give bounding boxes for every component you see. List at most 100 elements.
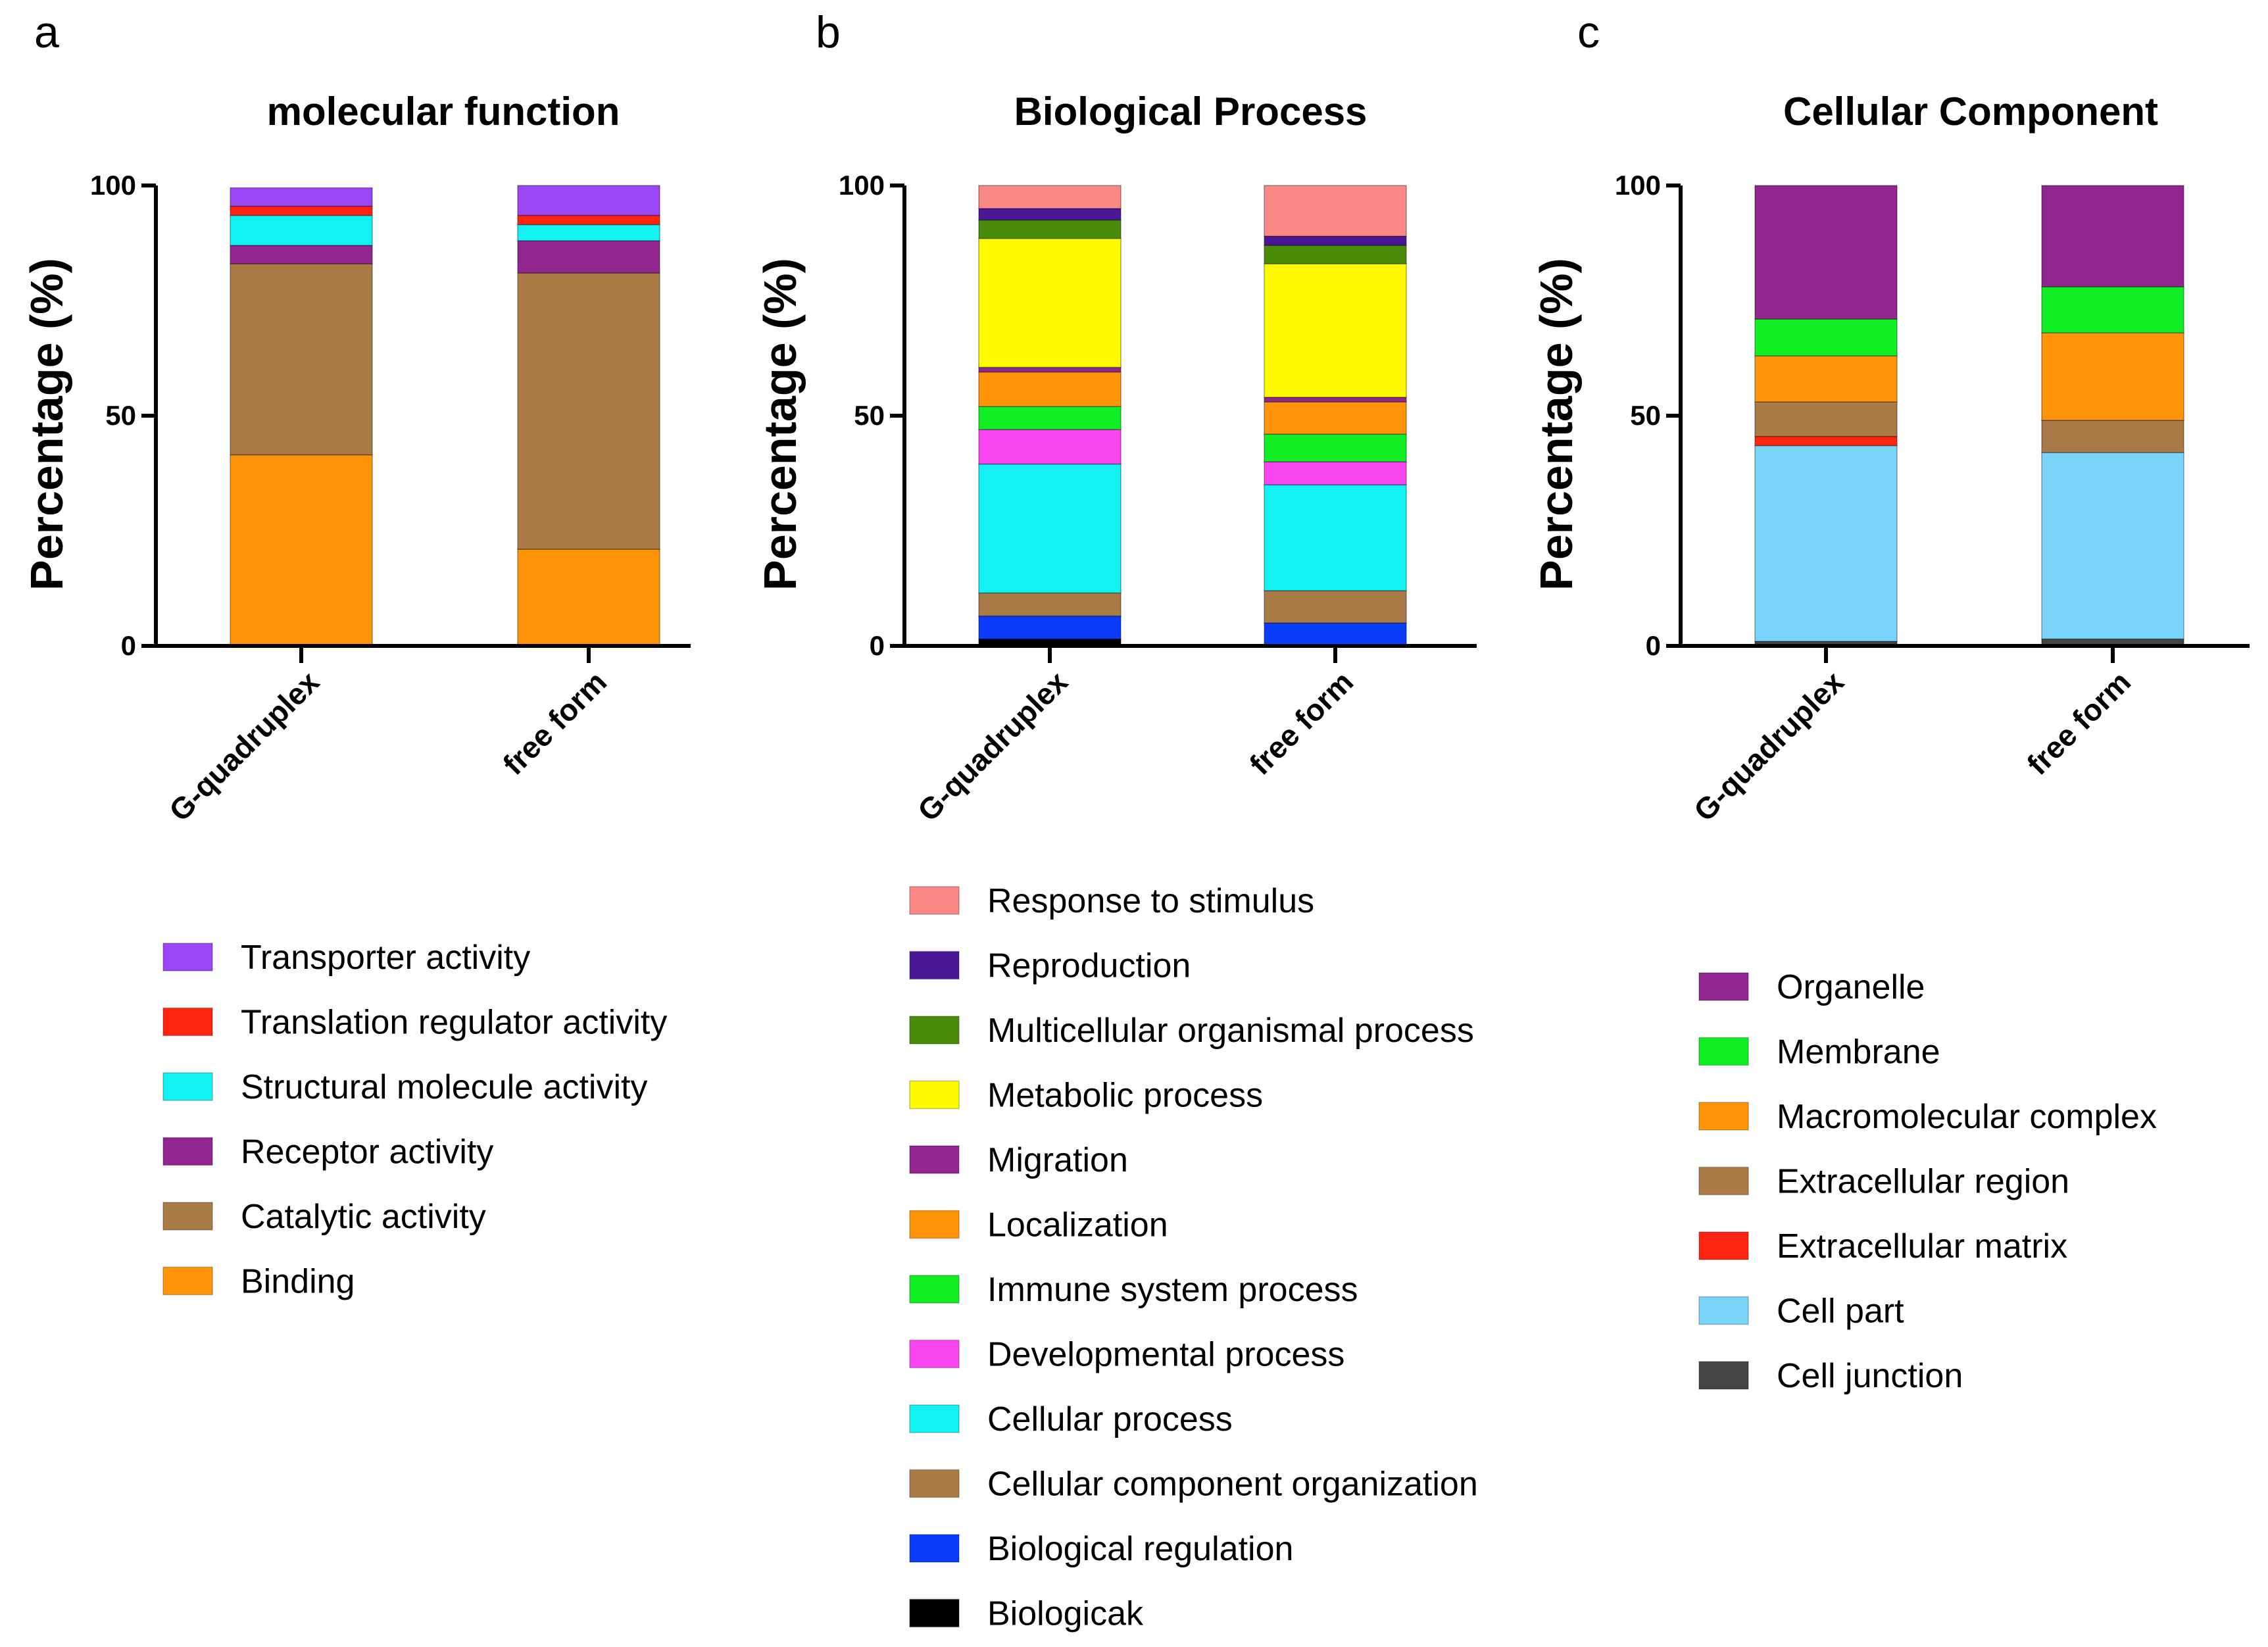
y-tick-label: 100 bbox=[839, 170, 885, 201]
bar-segment-g-quadruplex-metabolic-process bbox=[978, 237, 1122, 368]
legend-label: Cellular process bbox=[987, 1400, 1233, 1438]
legend-swatch bbox=[909, 1469, 960, 1498]
y-axis-label: Percentage (%) bbox=[1531, 258, 1582, 591]
legend-label: Biologicak bbox=[987, 1595, 1144, 1633]
bar-segment-free-form-immune-system-process bbox=[1264, 433, 1407, 462]
y-axis-label: Percentage (%) bbox=[754, 258, 806, 591]
x-tick-label: free form bbox=[496, 664, 613, 781]
legend-label: Translation regulator activity bbox=[241, 1004, 667, 1042]
bar-segment-free-form-translation-regulator-activity bbox=[517, 214, 660, 226]
legend-swatch bbox=[1698, 1361, 1749, 1390]
bar-segment-g-quadruplex-extracellular-matrix bbox=[1754, 435, 1898, 447]
legend-swatch bbox=[909, 1210, 960, 1239]
x-tick-label: G-quadruplex bbox=[911, 664, 1075, 828]
y-tick-label: 50 bbox=[105, 400, 136, 431]
bar-segment-g-quadruplex-receptor-activity bbox=[230, 245, 373, 264]
legend-swatch bbox=[909, 1275, 960, 1304]
legend-swatch bbox=[1698, 1102, 1749, 1131]
legend-label: Localization bbox=[987, 1206, 1168, 1244]
legend-label: Multicellular organismal process bbox=[987, 1012, 1474, 1050]
legend-label: Cell junction bbox=[1777, 1357, 1963, 1395]
y-tick-label: 50 bbox=[854, 400, 885, 431]
legend-label: Structural molecule activity bbox=[241, 1068, 647, 1106]
y-tick-label: 0 bbox=[121, 630, 136, 661]
legend-label: Cellular component organization bbox=[987, 1465, 1478, 1504]
bar-segment-free-form-receptor-activity bbox=[517, 240, 660, 274]
legend-swatch bbox=[162, 1007, 213, 1037]
bar-segment-g-quadruplex-organelle bbox=[1754, 185, 1898, 320]
bar-segment-free-form-response-to-stimulus bbox=[1264, 185, 1407, 237]
bar-segment-free-form-localization bbox=[1264, 401, 1407, 435]
bar-segment-g-quadruplex-reproduction bbox=[978, 208, 1122, 221]
bar-segment-free-form-membrane bbox=[2041, 286, 2184, 333]
bar-segment-g-quadruplex-immune-system-process bbox=[978, 406, 1122, 430]
legend-label: Transporter activity bbox=[241, 939, 530, 977]
legend-swatch bbox=[909, 950, 960, 980]
legend-swatch bbox=[909, 1598, 960, 1628]
bars bbox=[1754, 185, 2184, 647]
bars bbox=[978, 185, 1407, 647]
bar-segment-g-quadruplex-membrane bbox=[1754, 318, 1898, 356]
legend-swatch bbox=[1698, 1231, 1749, 1260]
y-tick-label: 0 bbox=[1646, 630, 1661, 661]
bar-segment-free-form-biological-regulation bbox=[1264, 622, 1407, 647]
bar-segment-free-form-organelle bbox=[2041, 185, 2184, 287]
legend-swatch bbox=[909, 1534, 960, 1563]
bar-segment-g-quadruplex-macromolecular-complex bbox=[1754, 355, 1898, 403]
y-tick-label: 100 bbox=[90, 170, 136, 201]
y-tick-label: 0 bbox=[870, 630, 885, 661]
bar-segment-free-form-transporter-activity bbox=[517, 185, 660, 216]
legend-label: Developmental process bbox=[987, 1336, 1344, 1374]
legend-label: Macromolecular complex bbox=[1777, 1098, 2157, 1136]
bar-segment-g-quadruplex-response-to-stimulus bbox=[978, 185, 1122, 209]
bar-segment-free-form-cellular-component-organization bbox=[1264, 590, 1407, 624]
chart-title: molecular function bbox=[267, 89, 620, 134]
bar-segment-g-quadruplex-developmental-process bbox=[978, 429, 1122, 465]
legend-swatch bbox=[909, 1080, 960, 1110]
legend-label: Membrane bbox=[1777, 1033, 1940, 1071]
bar-segment-free-form-extracellular-region bbox=[2041, 420, 2184, 453]
bar-segment-g-quadruplex-translation-regulator-activity bbox=[230, 205, 373, 216]
legend-swatch bbox=[1698, 1037, 1749, 1066]
legend-swatch bbox=[162, 1137, 213, 1166]
bar-segment-g-quadruplex-catalytic-activity bbox=[230, 263, 373, 456]
bar-segment-g-quadruplex-structural-molecule-activity bbox=[230, 214, 373, 246]
bar-segment-g-quadruplex-localization bbox=[978, 371, 1122, 407]
bar-segment-g-quadruplex-transporter-activity bbox=[230, 187, 373, 207]
y-axis-label: Percentage (%) bbox=[21, 258, 72, 591]
bar-segment-g-quadruplex-extracellular-region bbox=[1754, 401, 1898, 437]
bar-segment-free-form-cell-part bbox=[2041, 452, 2184, 640]
legend-swatch bbox=[909, 1145, 960, 1174]
legend-label: Binding bbox=[241, 1263, 355, 1301]
bar-segment-free-form-binding bbox=[517, 549, 660, 647]
y-tick-label: 50 bbox=[1630, 400, 1661, 431]
bar-segment-free-form-macromolecular-complex bbox=[2041, 332, 2184, 421]
bar-segment-free-form-metabolic-process bbox=[1264, 263, 1407, 398]
bars bbox=[230, 185, 660, 647]
legend-swatch bbox=[1698, 1296, 1749, 1325]
legend-label: Immune system process bbox=[987, 1271, 1358, 1309]
bar-segment-free-form-developmental-process bbox=[1264, 461, 1407, 485]
x-tick-label: free form bbox=[2020, 664, 2137, 781]
x-tick-label: G-quadruplex bbox=[162, 664, 326, 828]
y-tick-label: 100 bbox=[1615, 170, 1661, 201]
bar-segment-g-quadruplex-cellular-process bbox=[978, 463, 1122, 594]
legend-swatch bbox=[909, 1404, 960, 1433]
chart-title: Biological Process bbox=[1014, 89, 1368, 134]
bar-segment-free-form-migration bbox=[1264, 397, 1407, 403]
legend-label: Catalytic activity bbox=[241, 1198, 486, 1236]
bar-segment-g-quadruplex-cellular-component-organization bbox=[978, 592, 1122, 617]
bar-segment-g-quadruplex-binding bbox=[230, 454, 373, 647]
legend: Response to stimulusReproductionMulticel… bbox=[909, 882, 1478, 1633]
bar-segment-g-quadruplex-multicellular-organismal-process bbox=[978, 219, 1122, 239]
legend-swatch bbox=[162, 1202, 213, 1231]
legend-label: Cell part bbox=[1777, 1292, 1904, 1331]
bar-segment-free-form-cellular-process bbox=[1264, 484, 1407, 591]
panel-letter: b bbox=[816, 7, 841, 57]
chart-title: Cellular Component bbox=[1783, 89, 2158, 134]
